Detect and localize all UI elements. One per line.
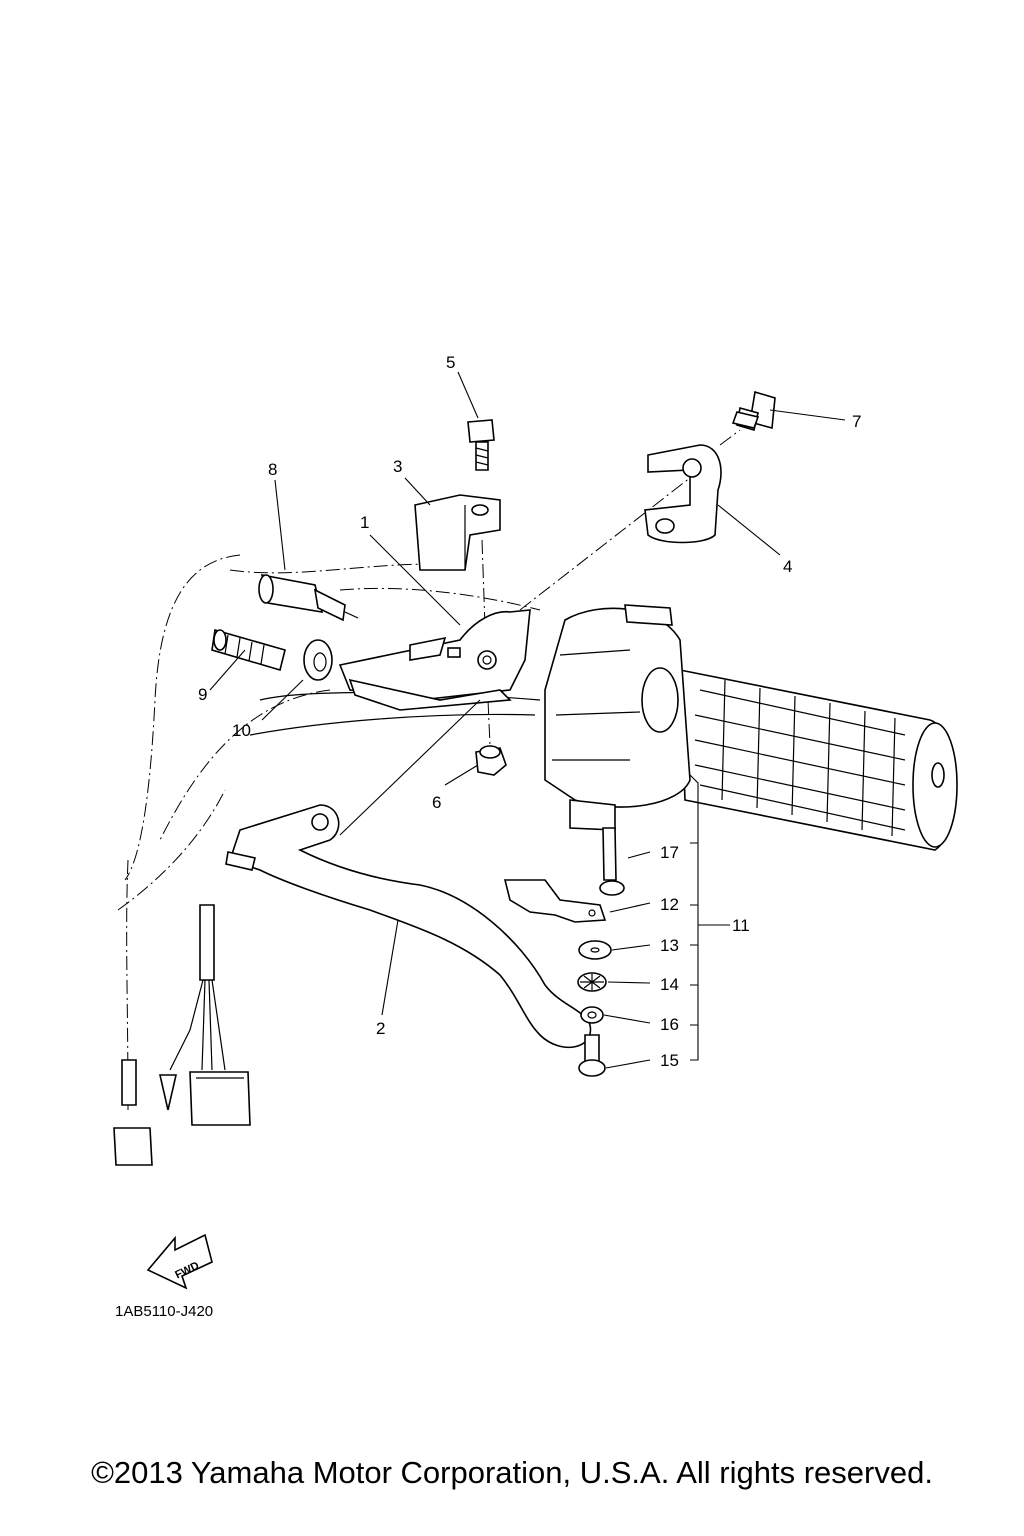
washer-16	[580, 1006, 604, 1024]
assembly-bracket-11	[689, 774, 730, 1061]
handlebar-grip	[679, 669, 958, 851]
screw-top	[467, 419, 495, 471]
callout-9: 9	[198, 685, 207, 704]
callout-8: 8	[268, 460, 277, 479]
locknut	[303, 639, 333, 681]
callout-10: 10	[232, 721, 251, 740]
cable-switch	[258, 573, 359, 622]
brake-lever	[225, 804, 592, 1049]
callout-1: 1	[360, 513, 369, 532]
washer-14	[577, 972, 607, 992]
callout-12: 12	[660, 895, 679, 914]
switch-housing	[544, 604, 691, 831]
callout-17: 17	[660, 843, 679, 862]
callout-5: 5	[446, 353, 455, 372]
clamp	[644, 444, 722, 544]
fwd-arrow-icon: FWD	[146, 1233, 213, 1290]
callout-numbers: 1 2 3 4 5 6 7 8 9 10 11 12 13 14 15 16 1…	[198, 353, 861, 1070]
leader-lines	[209, 371, 846, 1069]
callout-16: 16	[660, 1015, 679, 1034]
callout-14: 14	[660, 975, 679, 994]
callout-6: 6	[432, 793, 441, 812]
callout-15: 15	[660, 1051, 679, 1070]
callout-4: 4	[783, 557, 792, 576]
washer-13	[578, 940, 612, 960]
lever-holder	[338, 609, 531, 711]
adjuster-bolt	[211, 628, 286, 672]
pivot-bolt	[599, 827, 625, 896]
callout-7: 7	[852, 412, 861, 431]
callout-2: 2	[376, 1019, 385, 1038]
drawing-code: 1AB5110-J420	[115, 1303, 213, 1320]
switch-bracket	[503, 879, 607, 923]
wire-harness	[113, 904, 251, 1166]
hex-nut	[475, 745, 507, 776]
screw-15	[578, 1034, 606, 1077]
callout-13: 13	[660, 936, 679, 955]
callout-11: 11	[732, 916, 750, 935]
callout-3: 3	[393, 457, 402, 476]
copyright-notice: ©2013 Yamaha Motor Corporation, U.S.A. A…	[91, 1455, 933, 1490]
bracket	[414, 494, 501, 571]
clamp-bolt	[731, 390, 776, 432]
